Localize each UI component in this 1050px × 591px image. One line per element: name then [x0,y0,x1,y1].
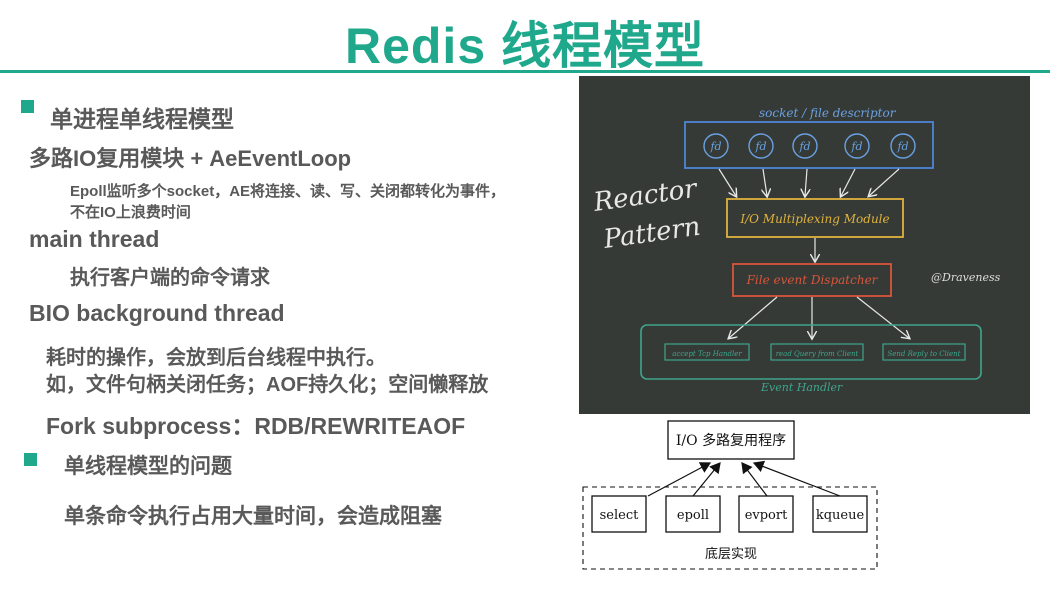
impl-arrows [647,460,841,497]
impl-label-evport: evport [745,508,788,523]
handler-box-3 [882,343,966,361]
fd-circle-2 [748,133,774,159]
fd-circle-1 [703,133,729,159]
chalkboard-drawing: socket / file descriptor fd fd fd fd fd … [591,106,1001,394]
io-multiplex-box [667,420,795,460]
fd-circles: fd fd fd fd fd [703,133,916,159]
arrow-fd1 [718,168,736,196]
reactor-pattern-chalkboard: socket / file descriptor fd fd fd fd fd … [579,76,1030,414]
impl-box-kqueue [812,495,868,533]
impl-label-select: select [600,508,639,523]
arrow-select [647,462,712,497]
arrow-fd2 [763,168,767,196]
impl-box-epoll [665,495,721,533]
section-problem: 单线程模型的问题 [64,455,232,478]
impl-bottom-label: 底层实现 [705,546,757,562]
bio-heading: BIO background thread [29,300,285,326]
fd-label-5: fd [896,140,908,153]
arrow-epoll [692,462,721,497]
impl-label-kqueue: kqueue [816,508,865,523]
handler-box-2 [770,343,864,361]
mux-box [726,198,904,238]
impl-dashed-box [582,486,878,570]
arrow-handler3 [856,296,909,338]
socket-label: socket / file descriptor [759,106,897,120]
main-thread-desc: 执行客户端的命令请求 [70,267,270,289]
dispatcher-label: File event Dispatcher [746,273,879,287]
section-single-process: 单进程单线程模型 [50,106,234,132]
reactor-label-2: Pattern [601,212,703,255]
fd-label-3: fd [798,140,810,153]
bullet-square-2 [24,453,37,466]
fork-line: Fork subprocess：RDB/REWRITEAOF [46,413,466,439]
handler-label-2: read Query from Client [776,350,859,358]
io-multiplex-impl-diagram: I/O 多路复用程序 select epoll evport kqueue 底层… [580,420,880,575]
handler-label-1: accept Tcp Handler [672,350,742,358]
arrow-evport [741,462,768,497]
reactor-label-1: Reactor [591,174,700,218]
event-handler-box [640,324,982,380]
epoll-desc-line1: Epoll监听多个socket，AE将连接、读、写、关闭都转化为事件， [70,183,506,200]
fd-label-2: fd [754,140,766,153]
main-thread-heading: main thread [29,226,160,252]
problem-desc: 单条命令执行占用大量时间，会造成阻塞 [64,505,442,528]
author-handle: @Draveness [931,271,1001,284]
multiplex-heading: 多路IO复用模块 + AeEventLoop [29,146,352,171]
epoll-desc-line2: 不在IO上浪费时间 [70,204,191,221]
page-title: Redis 线程模型 [344,18,706,74]
fd-circle-5 [890,133,916,159]
fd-circle-4 [844,133,870,159]
bullet-square-1 [21,100,34,113]
event-handler-label: Event Handler [760,381,843,394]
arrow-handler1 [729,296,778,338]
arrow-fd3 [805,168,807,196]
fd-circle-3 [792,133,818,159]
mux-label: I/O Multiplexing Module [739,212,889,226]
dispatcher-box [732,263,892,297]
fd-label-4: fd [850,140,862,153]
bio-desc-line2: 如，文件句柄关闭任务；AOF持久化；空间懒释放 [46,374,489,396]
dispatcher-to-handler-arrows [729,296,909,338]
impl-label-epoll: epoll [677,508,709,523]
arrow-fd4 [841,168,856,196]
impl-box-evport [738,495,794,533]
arrow-kqueue [752,460,841,497]
handler-box-1 [664,343,750,361]
impl-diagram-svg: I/O 多路复用程序 select epoll evport kqueue 底层… [582,420,878,570]
bio-desc-line1: 耗时的操作，会放到后台线程中执行。 [46,347,386,369]
handler-label-3: Send Reply to Client [887,350,960,358]
fd-box [684,121,934,169]
io-multiplex-label: I/O 多路复用程序 [676,432,786,449]
fd-to-mux-arrows [718,168,900,196]
arrow-fd5 [869,168,900,196]
title-underline [0,70,1050,73]
fd-label-1: fd [709,140,721,153]
impl-box-select [591,495,647,533]
